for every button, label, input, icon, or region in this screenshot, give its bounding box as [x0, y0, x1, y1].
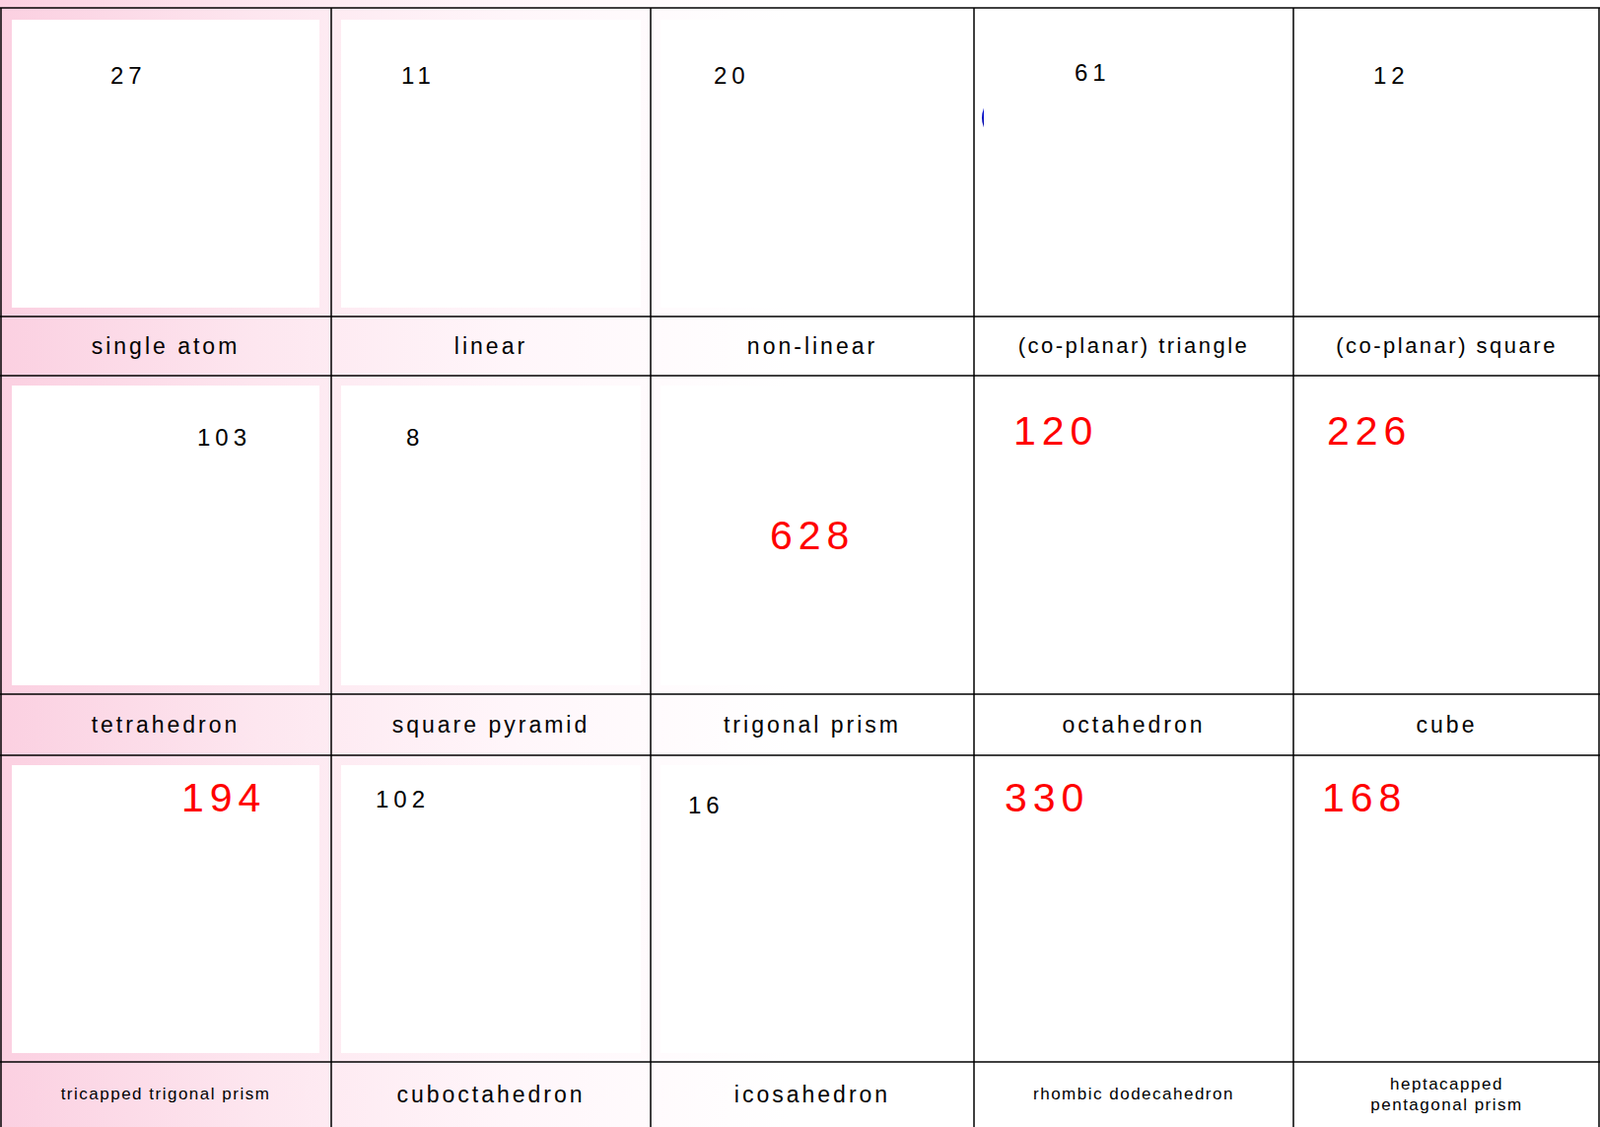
shape-caption: heptacapped pentagonal prism	[1343, 1073, 1551, 1116]
coordination-count: 16	[685, 792, 728, 819]
grid-line	[1598, 7, 1600, 1127]
coordination-count: 11	[398, 63, 439, 89]
picture-ground	[1303, 385, 1596, 686]
coordination-count: 8	[403, 424, 427, 451]
shape-caption: single atom	[91, 332, 241, 361]
picture-ground	[660, 765, 965, 1053]
grid-line	[0, 754, 1600, 757]
coordination-count: 103	[194, 424, 255, 451]
grid-line	[0, 693, 1600, 696]
shape-caption: tricapped trigonal prism	[61, 1083, 272, 1105]
coordination-count: 61	[1071, 60, 1114, 86]
caption-cell: cuboctahedron	[331, 1062, 651, 1126]
grid-line	[0, 6, 1600, 9]
shape-caption: (co-planar) square	[1335, 332, 1558, 360]
coordination-count: 226	[1323, 409, 1415, 454]
picture-ground	[660, 385, 965, 686]
grid-line	[0, 7, 2, 1127]
shape-caption: square pyramid	[392, 710, 591, 740]
picture-ground	[341, 19, 641, 308]
coordination-count: 20	[710, 63, 754, 89]
grid-line	[1292, 7, 1295, 1127]
coordination-count: 628	[766, 513, 858, 558]
caption-cell: octahedron	[973, 695, 1294, 755]
picture-ground	[341, 765, 641, 1053]
picture-ground	[983, 385, 1285, 686]
caption-cell: rhombic dodecahedron	[973, 1062, 1294, 1126]
picture-ground	[983, 13, 1285, 310]
shape-caption: octahedron	[1061, 710, 1205, 740]
caption-cell: single atom	[0, 317, 332, 375]
caption-cell: (co-planar) square	[1293, 317, 1600, 375]
shape-caption: cube	[1416, 710, 1478, 740]
picture-ground	[660, 19, 965, 308]
shape-caption: cuboctahedron	[396, 1080, 585, 1110]
caption-cell: trigonal prism	[650, 695, 974, 755]
shape-caption: non-linear	[747, 332, 878, 361]
grid-line	[330, 7, 333, 1127]
picture-ground	[11, 765, 320, 1053]
coordination-count: 194	[178, 775, 270, 821]
shape-caption: rhombic dodecahedron	[1033, 1083, 1235, 1105]
caption-cell: (co-planar) triangle	[973, 317, 1294, 375]
caption-cell: tricapped trigonal prism	[0, 1062, 332, 1126]
caption-cell: square pyramid	[331, 695, 651, 755]
grid-line	[973, 7, 975, 1127]
grid-line	[0, 315, 1600, 318]
caption-cell: icosahedron	[650, 1062, 974, 1126]
coordination-count: 120	[1010, 409, 1102, 454]
picture-ground	[983, 765, 1285, 1053]
shape-caption: trigonal prism	[723, 710, 902, 740]
shape-caption: tetrahedron	[91, 710, 241, 740]
caption-cell: linear	[331, 317, 651, 375]
grid-line	[0, 1060, 1600, 1063]
shape-caption: (co-planar) triangle	[1018, 332, 1251, 360]
picture-ground	[1303, 765, 1596, 1053]
caption-cell: heptacapped pentagonal prism	[1293, 1062, 1600, 1126]
caption-cell: cube	[1293, 695, 1600, 755]
picture-ground	[1303, 13, 1596, 310]
coordination-count: 27	[107, 63, 150, 89]
caption-cell: non-linear	[650, 317, 974, 375]
picture-ground	[341, 385, 641, 686]
picture-ground	[11, 19, 320, 308]
coordination-count: 330	[1001, 775, 1093, 821]
grid-lines	[0, 7, 1600, 1127]
coordination-count: 168	[1319, 775, 1410, 821]
caption-cell: tetrahedron	[0, 695, 332, 755]
grid-line	[0, 374, 1600, 377]
picture-ground	[11, 385, 320, 686]
coordination-count: 12	[1370, 63, 1413, 89]
coordination-count: 102	[372, 786, 433, 813]
picture-grounds	[11, 13, 1596, 1053]
shape-caption: linear	[454, 332, 528, 361]
grid-line	[649, 7, 652, 1127]
shape-caption: icosahedron	[734, 1080, 891, 1110]
